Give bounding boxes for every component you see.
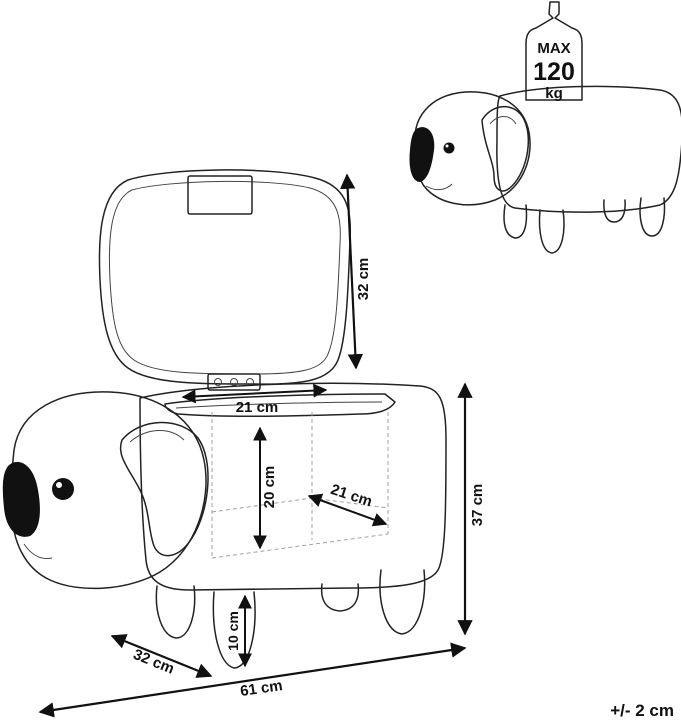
lid-height-label: 32 cm	[355, 258, 372, 301]
length-arrow	[38, 642, 467, 718]
main-dog-stool-illustration: 32 cm 21 cm 20 cm 21 cm 37 cm 10 cm 32 c…	[2, 169, 486, 718]
weight-unit: kg	[545, 85, 563, 102]
weight-value: 120	[533, 58, 575, 86]
main-head	[10, 391, 207, 590]
small-head	[414, 91, 531, 206]
small-body	[496, 85, 681, 213]
depth-label: 32 cm	[131, 646, 177, 678]
compartment-depth-arrow	[307, 493, 388, 527]
lid-height-arrow	[339, 173, 364, 370]
small-ear	[481, 106, 530, 192]
open-lid	[98, 169, 352, 385]
weight-max-label: MAX	[537, 40, 570, 57]
compartment-height-label: 20 cm	[261, 466, 278, 509]
storage-opening	[164, 393, 396, 418]
length-label: 61 cm	[239, 677, 284, 700]
leg-height-label: 10 cm	[225, 611, 241, 651]
main-legs	[155, 569, 426, 669]
small-legs	[503, 197, 666, 254]
small-eye	[443, 142, 455, 154]
total-height-label: 37 cm	[469, 484, 486, 527]
weight-icon: MAX 120 kg	[525, 1, 583, 102]
small-dog-stool-illustration: MAX 120 kg	[409, 1, 681, 254]
main-nose	[2, 461, 40, 537]
compartment-width-label: 21 cm	[236, 399, 279, 416]
tolerance-note: +/- 2 cm	[610, 701, 674, 720]
small-nose	[409, 127, 435, 182]
compartment-width-arrow	[181, 383, 328, 404]
main-eye	[52, 478, 74, 500]
main-body	[139, 382, 447, 591]
main-ear	[119, 421, 209, 557]
lid-strap	[187, 175, 253, 215]
